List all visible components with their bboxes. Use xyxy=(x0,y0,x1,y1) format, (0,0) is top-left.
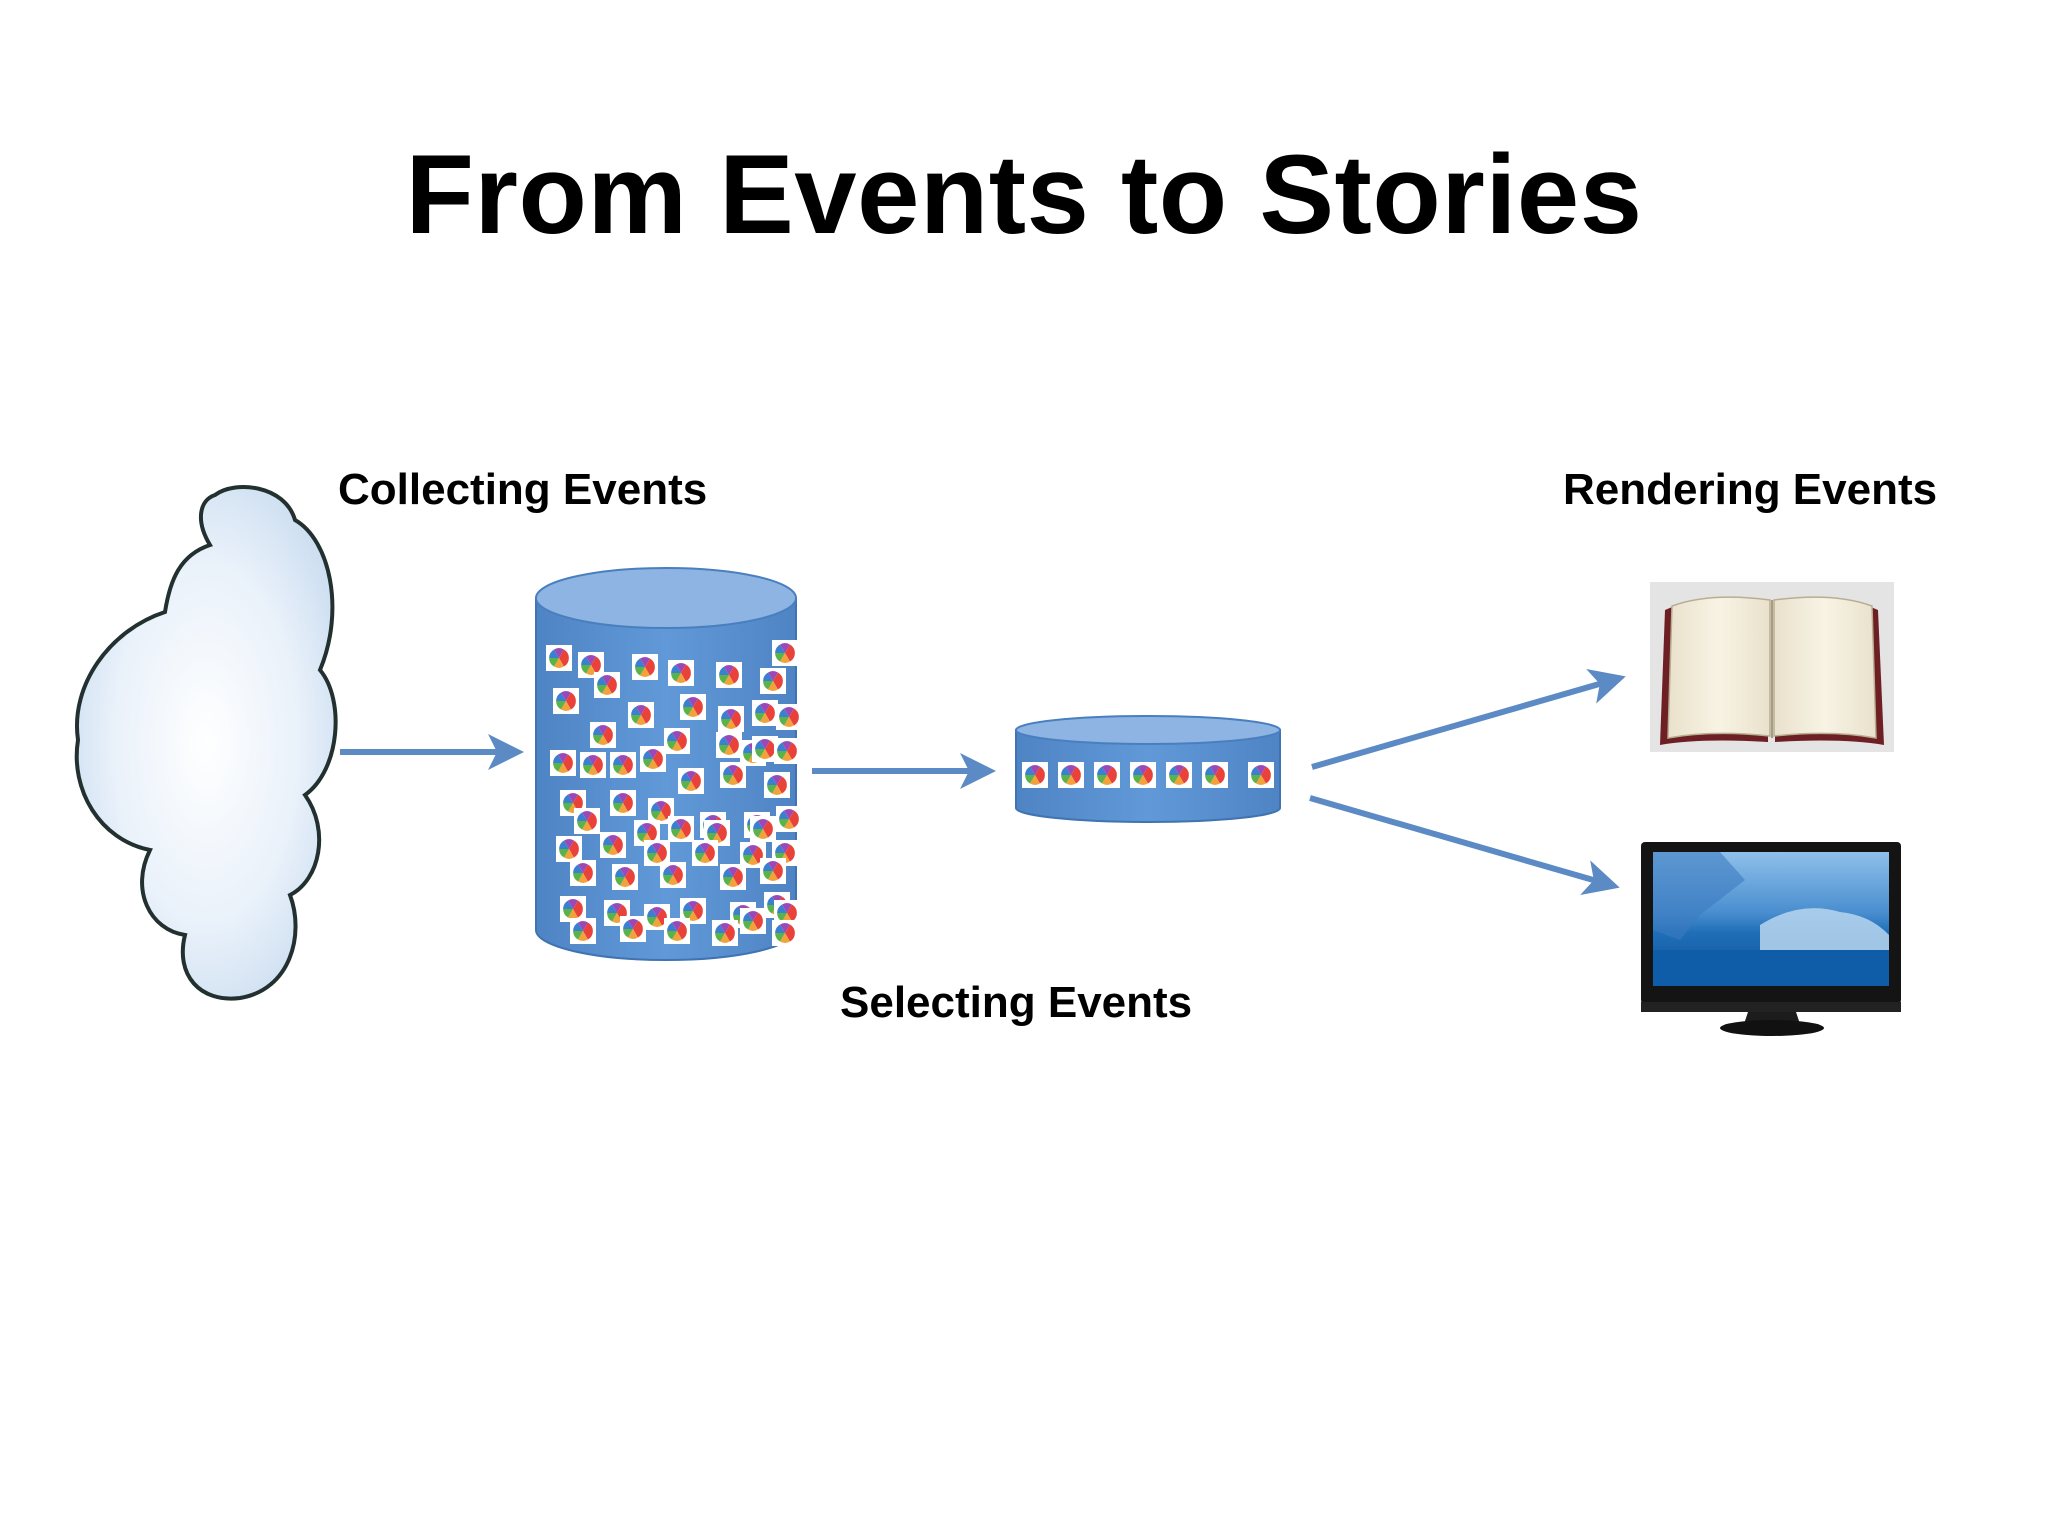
event-tile-icon xyxy=(1058,762,1084,788)
event-tile-icon xyxy=(1248,762,1274,788)
event-tile-icon xyxy=(610,790,636,816)
open-book-icon xyxy=(1650,582,1894,752)
event-tile-icon xyxy=(720,864,746,890)
event-tile-icon xyxy=(760,668,786,694)
event-tile-icon xyxy=(660,862,686,888)
event-tile-icon xyxy=(740,908,766,934)
event-tile-icon xyxy=(712,920,738,946)
event-tile-icon xyxy=(610,752,636,778)
event-tile-icon xyxy=(600,832,626,858)
arrow-render-book xyxy=(1311,669,1626,770)
event-tile-icon xyxy=(553,688,579,714)
event-tile-icon xyxy=(644,840,670,866)
event-tile-icon xyxy=(664,918,690,944)
tv-monitor-icon xyxy=(1641,842,1901,1036)
event-tile-icon xyxy=(678,768,704,794)
event-tile-icon xyxy=(560,896,586,922)
event-tile-icon xyxy=(752,700,778,726)
event-tile-icon xyxy=(632,654,658,680)
event-tile-icon xyxy=(1094,762,1120,788)
event-tile-icon xyxy=(664,728,690,754)
event-tile-icon xyxy=(716,662,742,688)
event-tile-icon xyxy=(774,738,800,764)
event-tile-icon xyxy=(764,772,790,798)
event-tile-icon xyxy=(752,736,778,762)
event-tile-icon xyxy=(628,702,654,728)
event-tile-icon xyxy=(580,752,606,778)
event-tile-icon xyxy=(668,816,694,842)
event-tile-icon xyxy=(720,762,746,788)
event-tile-icon xyxy=(776,806,802,832)
event-tile-icon xyxy=(668,660,694,686)
event-tile-icon xyxy=(692,840,718,866)
event-tile-icon xyxy=(1022,762,1048,788)
arrow-render-tv xyxy=(1309,795,1620,895)
event-tile-icon xyxy=(718,706,744,732)
database-disk-icon xyxy=(1015,715,1281,823)
event-tile-icon xyxy=(772,640,798,666)
event-tile-icon xyxy=(550,750,576,776)
event-tile-icon xyxy=(574,808,600,834)
event-tile-icon xyxy=(750,816,776,842)
event-tile-icon xyxy=(570,860,596,886)
event-tile-icon xyxy=(1202,762,1228,788)
label-collecting-events: Collecting Events xyxy=(338,465,708,514)
cloud-icon xyxy=(74,485,338,1001)
event-tile-icon xyxy=(570,918,596,944)
slide-title: From Events to Stories xyxy=(405,132,1643,257)
event-tile-icon xyxy=(590,722,616,748)
event-tile-icon xyxy=(640,746,666,772)
event-tile-icon xyxy=(760,858,786,884)
event-tile-icon xyxy=(612,864,638,890)
event-tile-icon xyxy=(716,732,742,758)
event-tile-icon xyxy=(620,916,646,942)
event-tile-icon xyxy=(1130,762,1156,788)
event-tile-icon xyxy=(772,920,798,946)
event-tile-icon xyxy=(1166,762,1192,788)
event-tile-icon xyxy=(556,836,582,862)
label-selecting-events: Selecting Events xyxy=(840,978,1193,1027)
event-tile-icon xyxy=(644,904,670,930)
event-tile-icon xyxy=(546,645,572,671)
label-rendering-events: Rendering Events xyxy=(1563,465,1938,514)
event-tile-icon xyxy=(776,704,802,730)
event-tile-icon xyxy=(680,694,706,720)
event-tile-icon xyxy=(594,672,620,698)
database-cylinder-icon xyxy=(535,567,802,961)
